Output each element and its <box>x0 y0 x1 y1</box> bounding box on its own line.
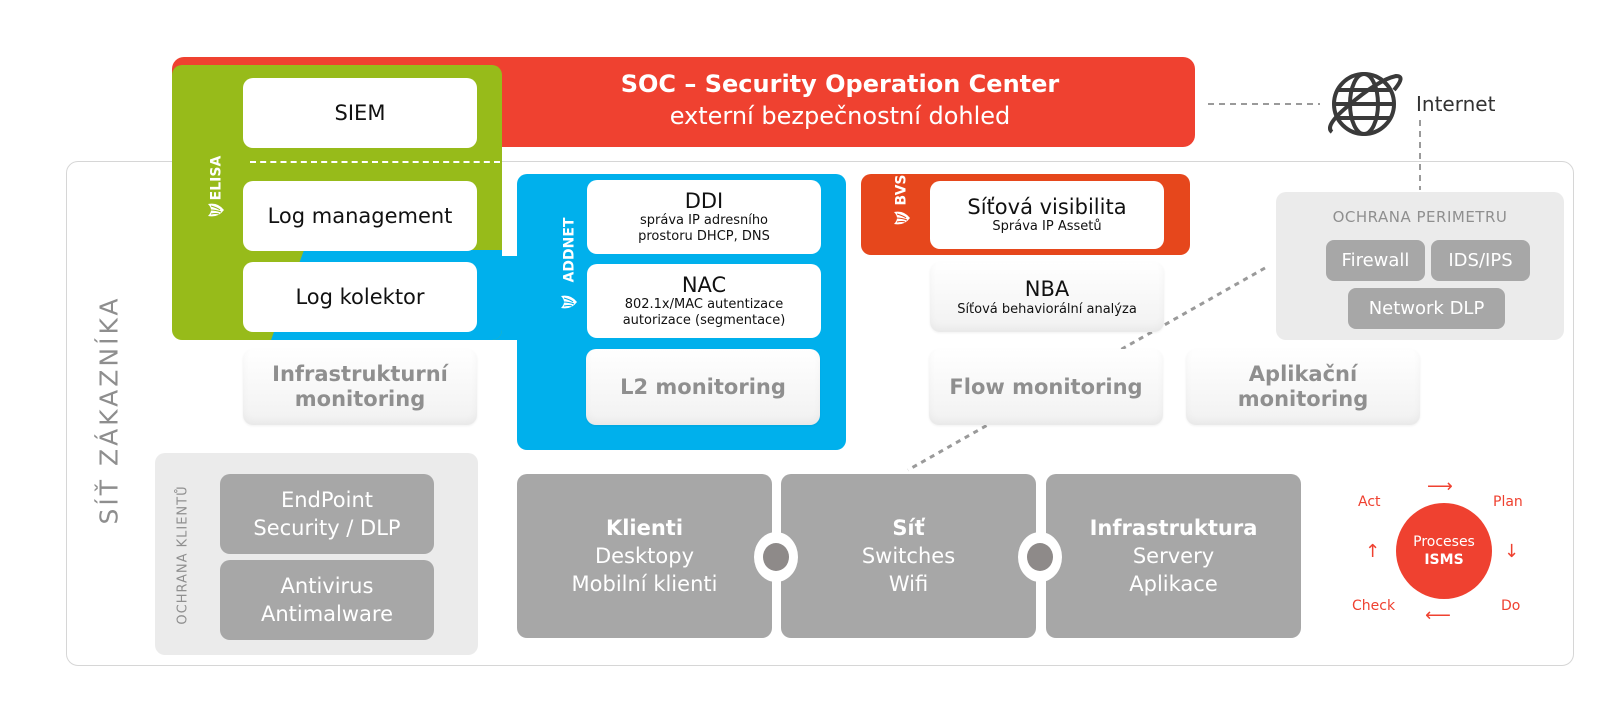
customer-network-label-text: SÍŤ ZÁKAZNÍKA <box>94 295 124 525</box>
bvs-vendor-tag: BVS <box>886 174 917 228</box>
isms-step-plan: Plan <box>1493 494 1523 510</box>
globe-icon <box>1328 72 1403 136</box>
perimeter-title: OCHRANA PERIMETRU <box>1332 208 1508 226</box>
arrow-down-icon: ↓ <box>1504 541 1520 562</box>
elisa-logo-icon <box>208 203 225 217</box>
nba-subtitle: Síťová behaviorální analýza <box>957 301 1137 317</box>
isms-center-line: ISMS <box>1424 552 1464 568</box>
log-management-box: Log management <box>243 181 477 251</box>
ddi-box: DDI správa IP adresního prostoru DHCP, D… <box>587 180 821 254</box>
layer-infrastructure-line: Aplikace <box>1129 572 1218 596</box>
soc-subtitle: externí bezpečnostní dohled <box>669 102 1011 130</box>
nac-box: NAC 802.1x/MAC autentizace autorizace (s… <box>587 264 821 338</box>
arrow-right-icon: ⟶ <box>1427 476 1453 497</box>
layer-connector-dot <box>1018 532 1062 582</box>
log-kolektor-label: Log kolektor <box>295 285 425 309</box>
layer-connector-dot <box>754 532 798 582</box>
isms-center-line: Proceses <box>1413 534 1475 550</box>
addnet-vendor-label: ADDNET <box>561 217 578 283</box>
l2-monitoring-label: L2 monitoring <box>620 374 786 399</box>
log-management-label: Log management <box>267 204 453 228</box>
app-monitoring-line: Aplikační <box>1248 362 1358 386</box>
log-kolektor-box: Log kolektor <box>243 262 477 332</box>
flow-monitoring-label: Flow monitoring <box>949 374 1143 399</box>
internet-label: Internet <box>1416 92 1496 116</box>
isms-circle: Proceses ISMS <box>1396 503 1492 599</box>
nba-title: NBA <box>1024 276 1070 301</box>
endpoint-line: Security / DLP <box>253 516 401 540</box>
siem-label: SIEM <box>334 101 386 125</box>
infra-monitoring-line: monitoring <box>294 387 426 411</box>
client-protection-label-text: OCHRANA KLIENTŮ <box>175 485 191 625</box>
antivirus-box: Antivirus Antimalware <box>220 560 434 640</box>
endpoint-security-box: EndPoint Security / DLP <box>220 474 434 554</box>
bvs-logo-icon <box>893 211 910 225</box>
layer-network-box: Síť Switches Wifi <box>781 474 1036 638</box>
ddi-subtitle-line: správa IP adresního <box>639 213 769 228</box>
endpoint-line: EndPoint <box>280 488 374 512</box>
nac-subtitle-line: 802.1x/MAC autentizace <box>624 297 784 312</box>
arrow-left-icon: ⟵ <box>1425 605 1451 626</box>
layer-clients-title: Klienti <box>605 516 684 540</box>
isms-step-check: Check <box>1352 598 1396 614</box>
ddi-subtitle-line: prostoru DHCP, DNS <box>638 229 770 244</box>
siem-box: SIEM <box>243 78 477 148</box>
firewall-box: Firewall <box>1326 240 1425 281</box>
addnet-vendor-tag: ADDNET <box>537 218 602 312</box>
layer-clients-box: Klienti Desktopy Mobilní klienti <box>517 474 772 638</box>
layer-clients-line: Desktopy <box>594 544 695 568</box>
isms-step-act: Act <box>1358 494 1381 510</box>
network-dlp-box: Network DLP <box>1348 288 1505 329</box>
nac-subtitle-line: autorizace (segmentace) <box>622 313 786 328</box>
layer-clients-line: Mobilní klienti <box>571 572 718 596</box>
network-visibility-box: Síťová visibilita Správa IP Assetů <box>930 181 1164 249</box>
elisa-vendor-label: ELISA <box>208 155 225 201</box>
network-visibility-subtitle: Správa IP Assetů <box>992 219 1102 234</box>
infra-monitoring-line: Infrastrukturní <box>272 362 448 386</box>
layer-infrastructure-line: Servery <box>1132 544 1215 568</box>
customer-network-label: SÍŤ ZÁKAZNÍKA <box>74 295 144 524</box>
antivirus-line: Antivirus <box>280 574 374 598</box>
layer-network-title: Síť <box>892 516 925 540</box>
soc-title: SOC – Security Operation Center <box>620 70 1060 98</box>
client-protection-label: OCHRANA KLIENTŮ <box>168 470 198 640</box>
app-monitoring-box: Aplikační monitoring <box>1186 349 1420 425</box>
ids-ips-box: IDS/IPS <box>1431 240 1530 281</box>
network-visibility-title: Síťová visibilita <box>967 195 1127 219</box>
app-monitoring-line: monitoring <box>1237 387 1369 411</box>
soc-divider <box>250 161 500 163</box>
layer-infrastructure-title: Infrastruktura <box>1089 516 1258 540</box>
infra-monitoring-box: Infrastrukturní monitoring <box>243 349 477 425</box>
addnet-logo-icon <box>561 295 578 309</box>
arrow-up-icon: ↑ <box>1365 541 1381 562</box>
nba-box: NBA Síťová behaviorální analýza <box>930 262 1164 332</box>
layer-network-line: Wifi <box>888 572 929 596</box>
antivirus-line: Antimalware <box>260 602 394 626</box>
elisa-vendor-tag: ELISA <box>194 156 239 220</box>
ddi-title: DDI <box>684 189 724 213</box>
customer-network-frame <box>66 161 1574 666</box>
nac-title: NAC <box>681 273 727 297</box>
layer-network-line: Switches <box>861 544 956 568</box>
layer-infrastructure-box: Infrastruktura Servery Aplikace <box>1046 474 1301 638</box>
flow-monitoring-box: Flow monitoring <box>929 349 1163 425</box>
l2-monitoring-box: L2 monitoring <box>586 349 820 425</box>
isms-step-do: Do <box>1501 598 1521 614</box>
bvs-vendor-label: BVS <box>893 174 910 206</box>
